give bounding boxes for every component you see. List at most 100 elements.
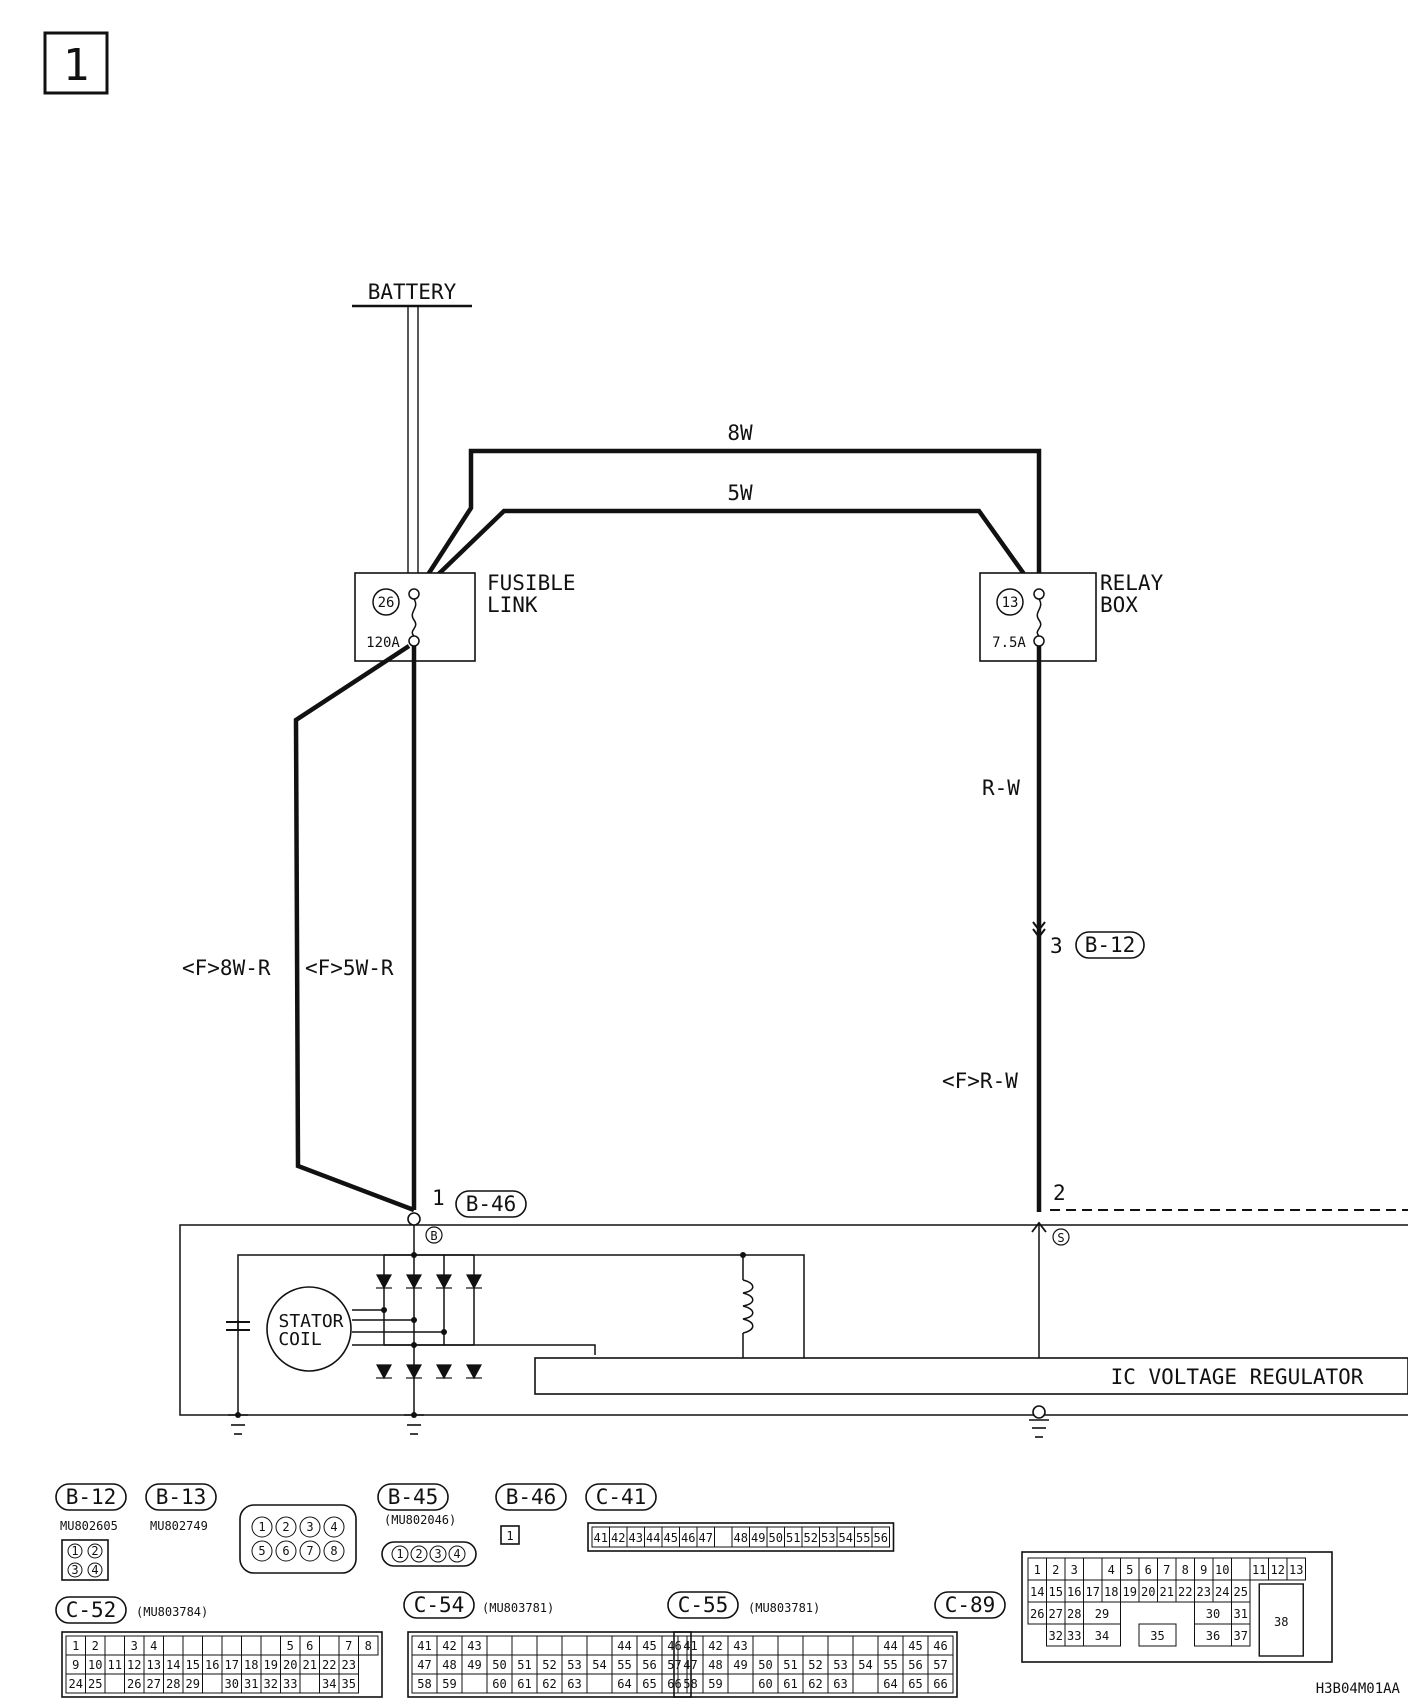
wire-8w xyxy=(416,448,1042,592)
stator-coil-label-1: STATOR xyxy=(278,1311,343,1332)
c55-cell xyxy=(927,1673,954,1694)
b45-pin-1: 1 xyxy=(396,1547,403,1561)
page-number: 1 xyxy=(63,40,90,91)
connector-c52-part: (MU803784) xyxy=(136,1605,208,1619)
c52-pin: 12 xyxy=(127,1658,141,1672)
c54-pin: 47 xyxy=(417,1658,431,1672)
c54-pin: 62 xyxy=(542,1677,556,1691)
stator-coil-circle xyxy=(266,1286,352,1372)
c55-pin: 46 xyxy=(933,1639,947,1653)
capacitor-symbol xyxy=(226,1321,250,1331)
c89-pin: 24 xyxy=(1215,1585,1229,1599)
c52-cell xyxy=(202,1635,223,1656)
wire-f8w-r xyxy=(293,644,415,1213)
c52-pin: 21 xyxy=(303,1658,317,1672)
c54-pin: 59 xyxy=(442,1677,456,1691)
c52-pin: 17 xyxy=(225,1658,239,1672)
c55-cell xyxy=(852,1673,879,1694)
c54-cell xyxy=(561,1635,588,1656)
c52-cell xyxy=(260,1635,281,1656)
c52-pin: 34 xyxy=(322,1677,336,1691)
page-number-box: 1 xyxy=(43,31,109,95)
b13-pin-2: 2 xyxy=(282,1520,289,1534)
connector-b13-name: B-13 xyxy=(156,1485,207,1509)
c52-pin: 27 xyxy=(147,1677,161,1691)
connector-b45-part: (MU802046) xyxy=(384,1513,456,1527)
b13-pin-7: 7 xyxy=(306,1544,313,1558)
b12-tag-text: B-12 xyxy=(1085,933,1136,957)
c89-pin: 6 xyxy=(1145,1563,1152,1577)
c55-outline xyxy=(673,1631,958,1698)
c54-pin: 52 xyxy=(542,1658,556,1672)
c54-pin: 60 xyxy=(492,1677,506,1691)
c52-cell xyxy=(299,1673,320,1694)
b13-pin-5: 5 xyxy=(258,1544,265,1558)
c89-pin: 20 xyxy=(1141,1585,1155,1599)
c89-pin: 37 xyxy=(1234,1629,1248,1643)
c89-pin: 5 xyxy=(1126,1563,1133,1577)
c41-pin: 50 xyxy=(769,1531,783,1545)
c41-pin: 47 xyxy=(699,1531,713,1545)
c89-pin: 32 xyxy=(1049,1629,1063,1643)
c89-pin: 11 xyxy=(1252,1563,1266,1577)
c89-pin: 29 xyxy=(1095,1607,1109,1621)
b12-pin-3: 3 xyxy=(71,1563,78,1577)
c41-outline xyxy=(587,1522,895,1552)
c54-cell xyxy=(486,1635,513,1656)
c52-pin: 1 xyxy=(72,1639,79,1653)
c89-big-pin-box xyxy=(1258,1583,1304,1657)
c89-cell xyxy=(1083,1557,1103,1581)
c89-pin: 15 xyxy=(1049,1585,1063,1599)
c89-pin: 25 xyxy=(1234,1585,1248,1599)
wire-f-r-w-label: <F>R-W xyxy=(942,1069,1018,1093)
c89-pin: 19 xyxy=(1123,1585,1137,1599)
c89-cell xyxy=(1231,1557,1251,1581)
b13-pin-6: 6 xyxy=(282,1544,289,1558)
c89-pin: 4 xyxy=(1108,1563,1115,1577)
c52-cell xyxy=(358,1635,379,1656)
c55-pin: 62 xyxy=(808,1677,822,1691)
c52-pin: 22 xyxy=(322,1658,336,1672)
ground-symbols xyxy=(228,1414,1049,1438)
c89-pin: 28 xyxy=(1067,1607,1081,1621)
c41-pin: 54 xyxy=(839,1531,853,1545)
c52-pin: 24 xyxy=(69,1677,83,1691)
c54-pin: 51 xyxy=(517,1658,531,1672)
c55-pin: 53 xyxy=(833,1658,847,1672)
connector-b46-name: B-46 xyxy=(506,1485,557,1509)
c55-pin: 56 xyxy=(908,1658,922,1672)
c54-pin: 45 xyxy=(642,1639,656,1653)
wire-8w-label: 8W xyxy=(727,421,753,445)
c52-pin: 23 xyxy=(342,1658,356,1672)
c89-cell xyxy=(1083,1623,1121,1647)
b13-pin-4: 4 xyxy=(330,1520,337,1534)
c41-pin: 46 xyxy=(681,1531,695,1545)
c55-pin: 57 xyxy=(933,1658,947,1672)
c52-pin: 6 xyxy=(306,1639,313,1653)
c52-cell xyxy=(221,1635,242,1656)
terminal-s-label: S xyxy=(1057,1231,1064,1245)
connector-b12-part: MU802605 xyxy=(60,1519,118,1533)
c52-pin: 18 xyxy=(244,1658,258,1672)
c54-cell xyxy=(586,1673,613,1694)
c89-cell xyxy=(1286,1557,1306,1581)
b13-pin-3: 3 xyxy=(306,1520,313,1534)
connector-c89-name: C-89 xyxy=(945,1593,996,1617)
c52-pin: 4 xyxy=(150,1639,157,1653)
battery-label: BATTERY xyxy=(368,280,457,304)
c52-pin: 9 xyxy=(72,1658,79,1672)
b45-pin-4: 4 xyxy=(453,1547,460,1561)
c54-pin: 42 xyxy=(442,1639,456,1653)
c89-outline xyxy=(1021,1551,1333,1663)
fusible-link-label-1: FUSIBLE xyxy=(487,571,576,595)
b13-pin-1: 1 xyxy=(258,1520,265,1534)
c54-pin: 58 xyxy=(417,1677,431,1691)
c89-pin: 14 xyxy=(1030,1585,1044,1599)
c41-pin: 55 xyxy=(856,1531,870,1545)
c54-pin: 65 xyxy=(642,1677,656,1691)
c89-pin: 13 xyxy=(1289,1563,1303,1577)
connector-c55-part: (MU803781) xyxy=(748,1601,820,1615)
